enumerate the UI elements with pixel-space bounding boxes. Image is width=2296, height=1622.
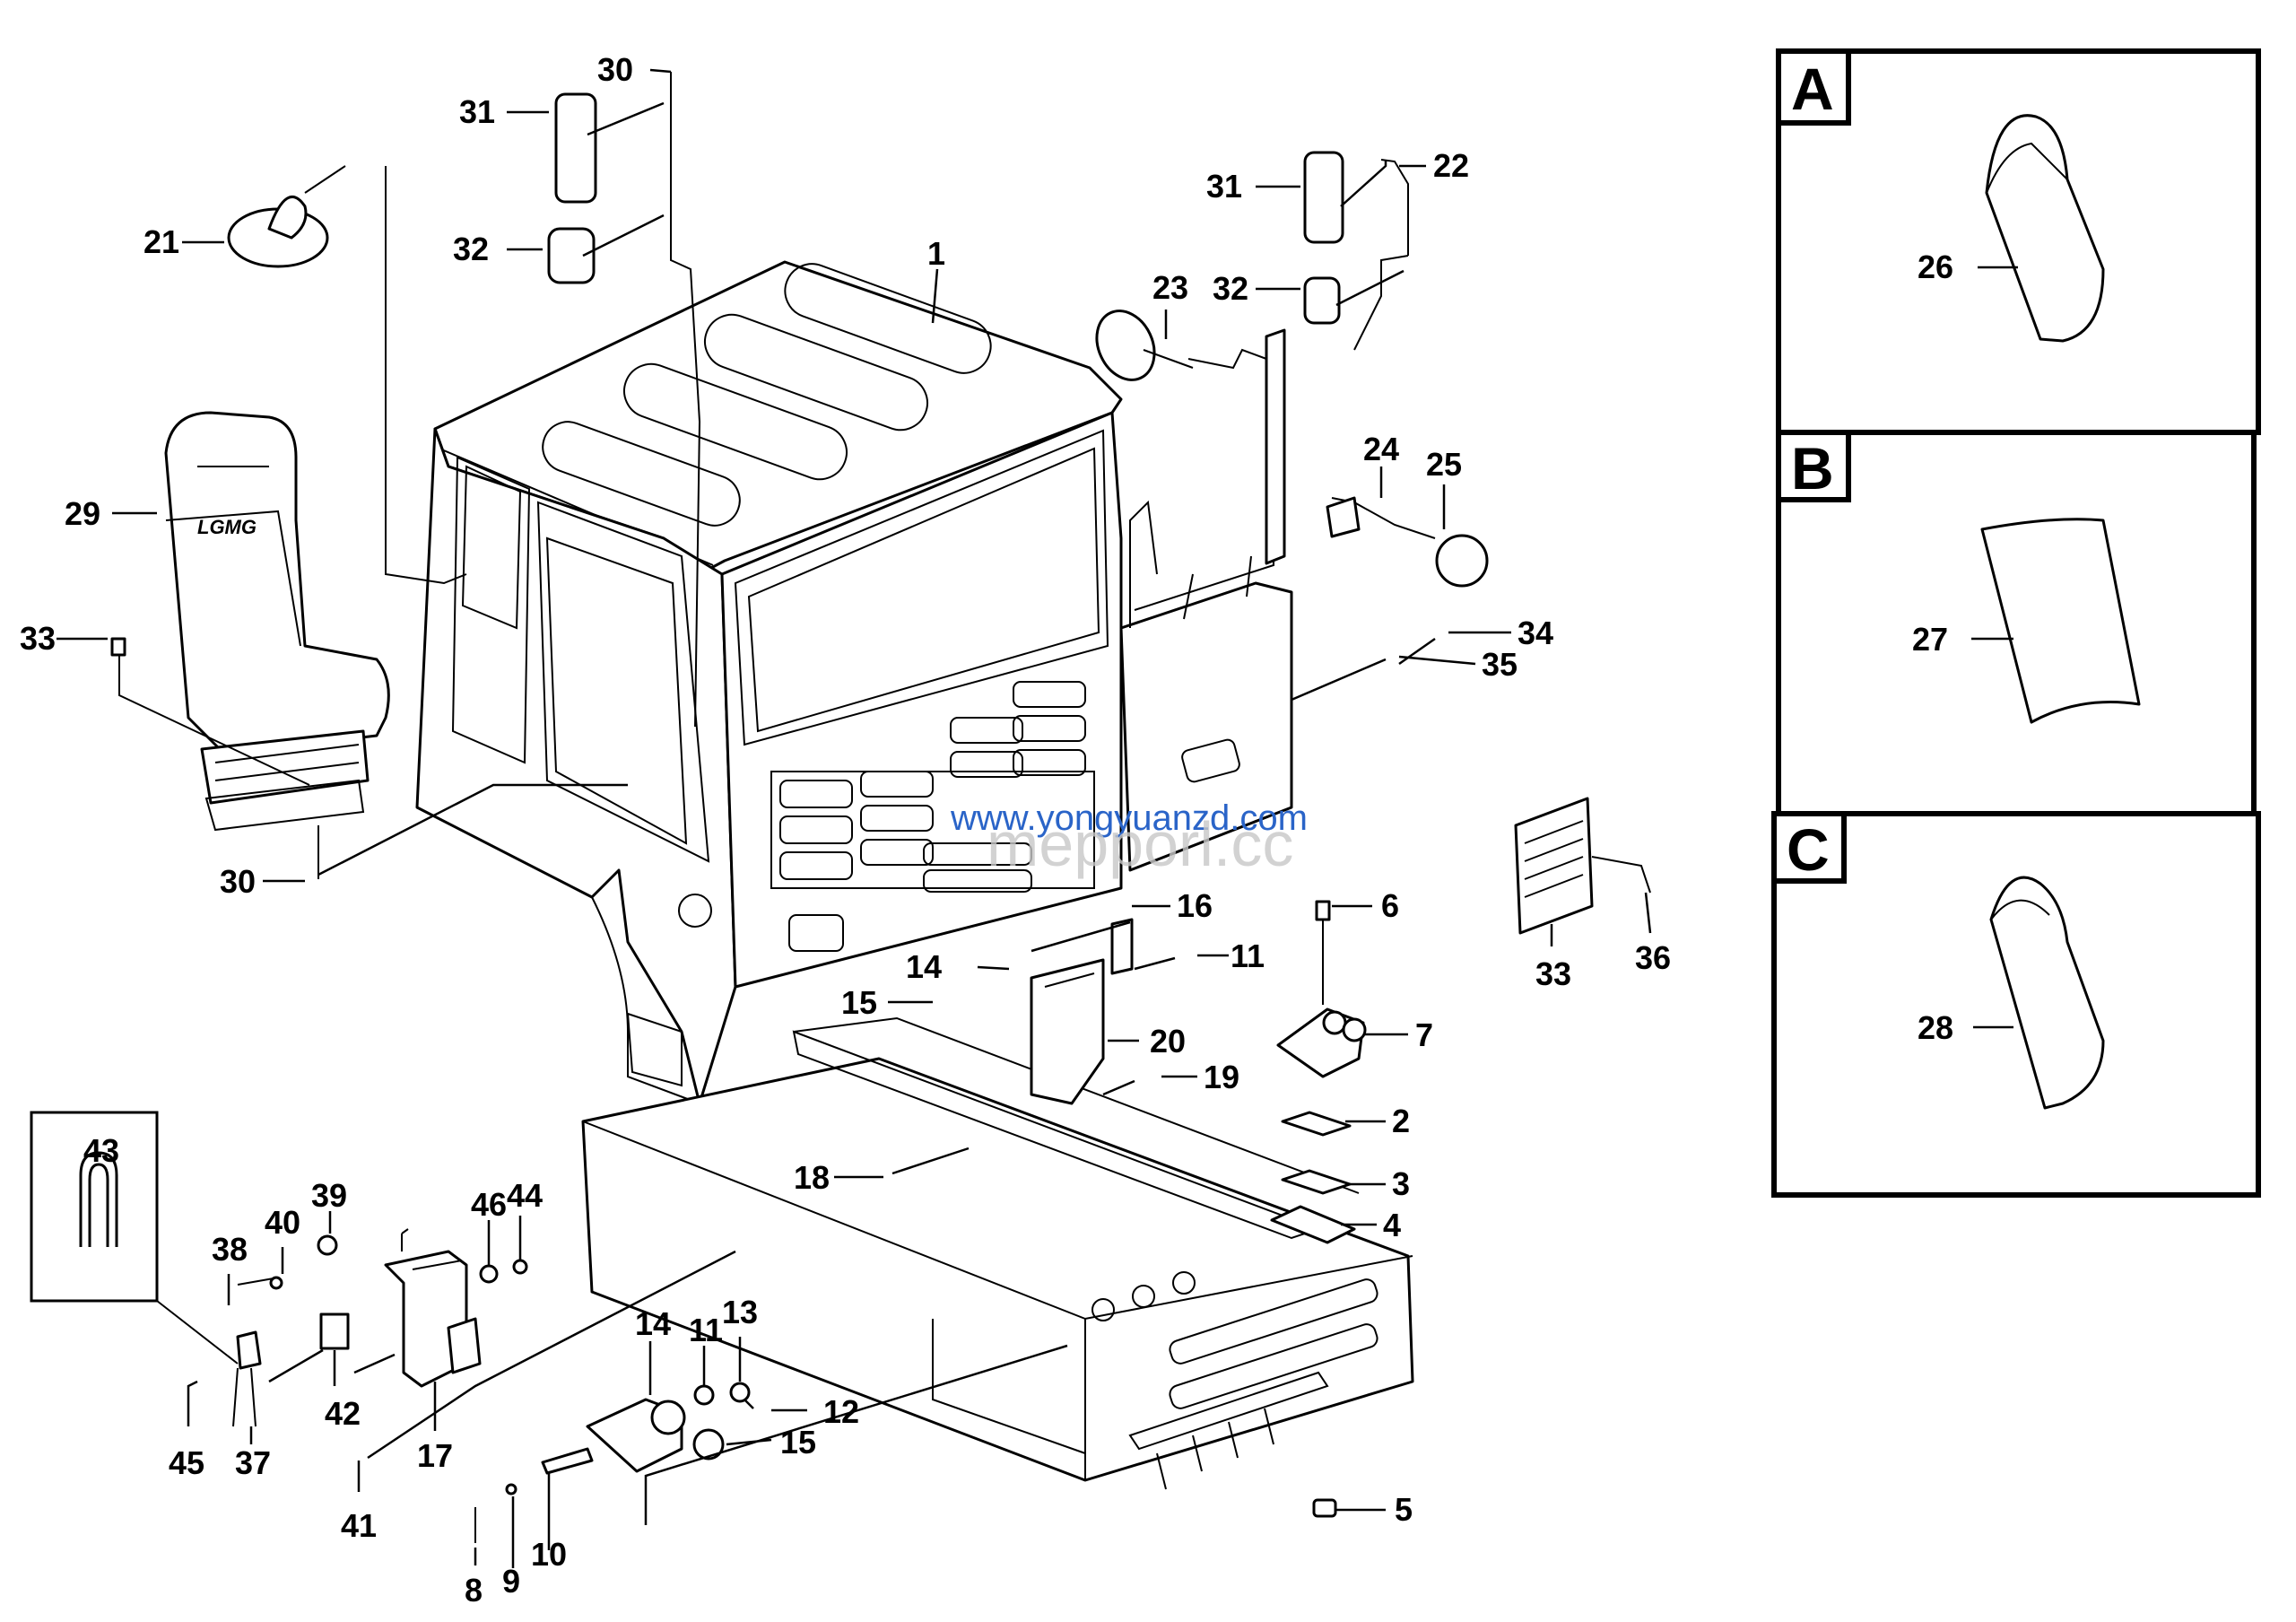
leader-lines: [57, 68, 1652, 1568]
callout-41: 41: [341, 1507, 377, 1544]
callout-31: 31: [459, 93, 495, 130]
callout-34: 34: [1518, 615, 1553, 651]
callout-1: 1: [927, 235, 945, 272]
callout-21: 21: [144, 223, 179, 260]
left-mirror-bracket: [227, 72, 701, 728]
callout-44: 44: [507, 1177, 543, 1214]
callout-20: 20: [1150, 1023, 1186, 1060]
callout-23: 23: [1152, 269, 1188, 306]
inset-b: B 27: [1776, 430, 2257, 816]
callout-19: 19: [1204, 1059, 1239, 1095]
callout-9: 9: [502, 1563, 520, 1600]
inset-b-letter: B: [1791, 435, 1834, 501]
inset-a: A 26: [1776, 48, 2261, 435]
callout-11b: 11: [689, 1312, 723, 1348]
seat-logo: LGMG: [197, 516, 257, 538]
callout-33b: 33: [1535, 955, 1571, 992]
callout-10: 10: [531, 1536, 567, 1573]
callout-11: 11: [1231, 937, 1265, 974]
callout-22: 22: [1433, 147, 1469, 184]
callout-46: 46: [471, 1186, 507, 1223]
callout-6: 6: [1381, 887, 1399, 924]
inset-a-letter: A: [1791, 56, 1834, 122]
callout-43: 43: [83, 1132, 119, 1169]
watermark: www.yongyuanzd.com mepporl.cc: [950, 798, 1308, 879]
callout-labels: 30 31 32 21 1 31 22 23 32 24 25 29 33 34…: [20, 51, 1671, 1609]
chassis-frame: [581, 1016, 1414, 1490]
callout-31b: 31: [1206, 168, 1242, 205]
callout-29: 29: [65, 495, 100, 532]
front-grille: [770, 681, 1095, 893]
callout-45: 45: [169, 1444, 204, 1481]
inset-c: C 28: [1771, 811, 2261, 1198]
watermark-primary: www.yongyuanzd.com: [950, 798, 1308, 838]
callout-15: 15: [841, 984, 877, 1021]
callout-2: 2: [1392, 1103, 1410, 1139]
inset-a-part: 26: [1918, 249, 1953, 285]
callout-16: 16: [1177, 887, 1213, 924]
callout-38: 38: [212, 1231, 248, 1268]
callout-37: 37: [235, 1444, 271, 1481]
callout-15b: 15: [780, 1424, 816, 1461]
callout-5: 5: [1395, 1491, 1413, 1528]
callout-32: 32: [453, 231, 489, 267]
inset-c-letter: C: [1787, 816, 1830, 883]
callout-30b: 30: [220, 863, 256, 900]
cab-body: [415, 260, 1293, 1105]
u-bolt-inset: [30, 1111, 239, 1365]
callout-12: 12: [823, 1393, 859, 1430]
right-mirror-bracket: [1095, 151, 1489, 588]
inset-c-part: 28: [1918, 1009, 1953, 1046]
callout-24: 24: [1363, 431, 1399, 467]
cab-support-20: [1030, 918, 1134, 1105]
callout-18: 18: [794, 1159, 830, 1196]
callout-40: 40: [265, 1204, 300, 1241]
callout-36: 36: [1635, 939, 1671, 976]
callout-7: 7: [1415, 1016, 1433, 1053]
callout-17: 17: [417, 1437, 453, 1474]
inset-b-part: 27: [1912, 621, 1948, 658]
callout-25: 25: [1426, 446, 1462, 483]
vent-grille: [1514, 797, 1651, 935]
callout-3: 3: [1392, 1165, 1410, 1202]
callout-14: 14: [906, 948, 942, 985]
callout-35: 35: [1482, 646, 1518, 683]
callout-32b: 32: [1213, 270, 1248, 307]
operator-seat: LGMG: [110, 411, 390, 879]
callout-8: 8: [465, 1572, 483, 1609]
cab-lock-17: [232, 1228, 528, 1427]
callout-39: 39: [311, 1177, 347, 1214]
watermark-secondary: mepporl.cc: [987, 809, 1293, 879]
callout-13: 13: [722, 1294, 758, 1330]
callout-33: 33: [20, 620, 56, 657]
callout-14b: 14: [635, 1305, 671, 1342]
hinge-bracket-7: [1270, 900, 1367, 1518]
callout-30: 30: [597, 51, 633, 88]
callout-42: 42: [325, 1395, 361, 1432]
hinge-assembly-14: [474, 1382, 751, 1543]
callout-4: 4: [1383, 1207, 1401, 1243]
